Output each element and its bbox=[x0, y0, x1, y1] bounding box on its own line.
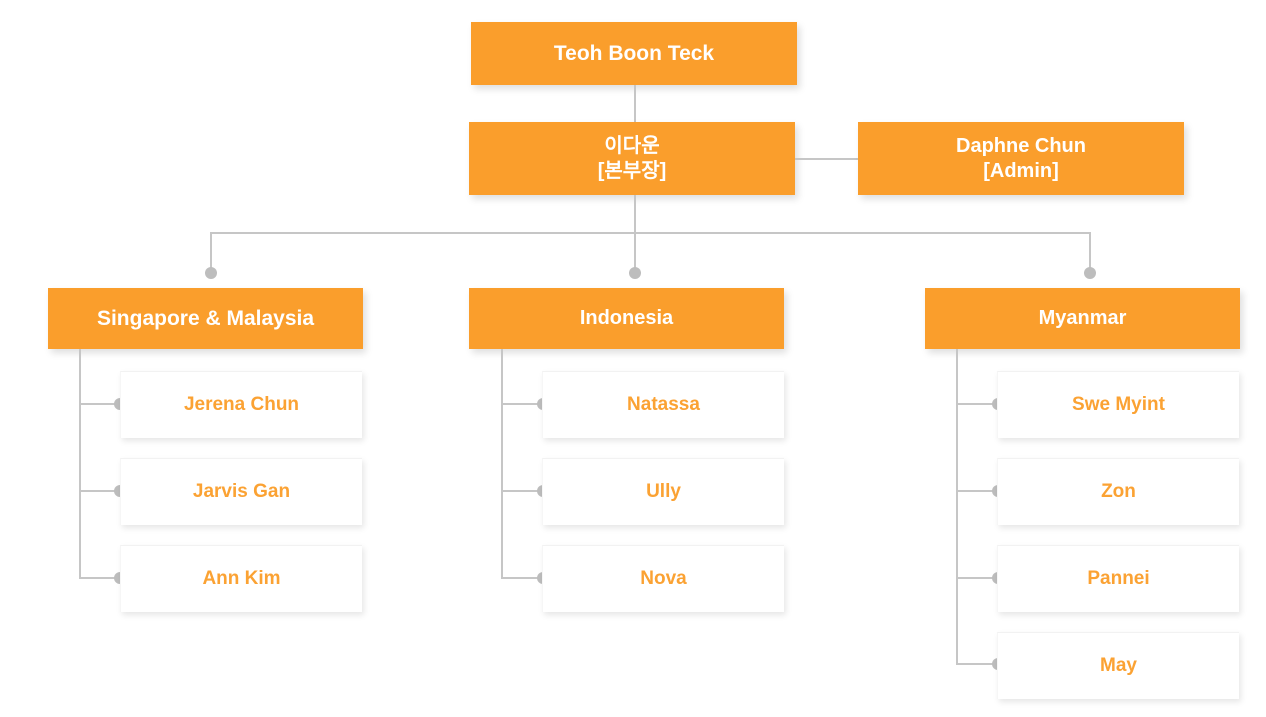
connector-branch-r1-m3 bbox=[79, 577, 120, 579]
connector-branch-r1-m2 bbox=[79, 490, 120, 492]
connector-root-to-director bbox=[634, 85, 636, 122]
connector-branch-r2-m1 bbox=[501, 403, 542, 405]
connector-director-to-admin bbox=[795, 158, 858, 160]
node-member-jerena-chun[interactable]: Jerena Chun bbox=[120, 371, 362, 438]
node-member-ann-kim[interactable]: Ann Kim bbox=[120, 545, 362, 612]
connector-dot-region-1 bbox=[205, 267, 217, 279]
node-member-nova[interactable]: Nova bbox=[542, 545, 784, 612]
connector-branch-r3-m2 bbox=[956, 490, 997, 492]
node-region-myanmar[interactable]: Myanmar bbox=[925, 288, 1240, 349]
node-director-lee-dawoon[interactable]: 이다운 [본부장] bbox=[469, 122, 795, 195]
connector-director-drop bbox=[634, 195, 636, 234]
node-admin-daphne-chun[interactable]: Daphne Chun [Admin] bbox=[858, 122, 1184, 195]
node-member-swe-myint[interactable]: Swe Myint bbox=[997, 371, 1239, 438]
node-member-ully[interactable]: Ully bbox=[542, 458, 784, 525]
node-root-teoh-boon-teck[interactable]: Teoh Boon Teck bbox=[471, 22, 797, 85]
node-member-jarvis-gan[interactable]: Jarvis Gan bbox=[120, 458, 362, 525]
connector-drop-region-3 bbox=[1089, 232, 1091, 273]
node-member-natassa[interactable]: Natassa bbox=[542, 371, 784, 438]
connector-spine-region-2 bbox=[501, 349, 503, 579]
connector-spine-region-1 bbox=[79, 349, 81, 579]
connector-dot-region-2 bbox=[629, 267, 641, 279]
node-region-indonesia[interactable]: Indonesia bbox=[469, 288, 784, 349]
connector-dot-region-3 bbox=[1084, 267, 1096, 279]
connector-branch-r3-m1 bbox=[956, 403, 997, 405]
connector-branch-r1-m1 bbox=[79, 403, 120, 405]
connector-branch-r2-m2 bbox=[501, 490, 542, 492]
node-member-zon[interactable]: Zon bbox=[997, 458, 1239, 525]
connector-branch-r2-m3 bbox=[501, 577, 542, 579]
connector-branch-r3-m3 bbox=[956, 577, 997, 579]
connector-drop-region-1 bbox=[210, 232, 212, 273]
connector-branch-r3-m4 bbox=[956, 663, 997, 665]
connector-drop-region-2 bbox=[634, 232, 636, 273]
node-member-may[interactable]: May bbox=[997, 632, 1239, 699]
node-region-singapore-malaysia[interactable]: Singapore & Malaysia bbox=[48, 288, 363, 349]
node-member-pannei[interactable]: Pannei bbox=[997, 545, 1239, 612]
connector-spine-region-3 bbox=[956, 349, 958, 665]
connector-region-bus bbox=[210, 232, 1091, 234]
